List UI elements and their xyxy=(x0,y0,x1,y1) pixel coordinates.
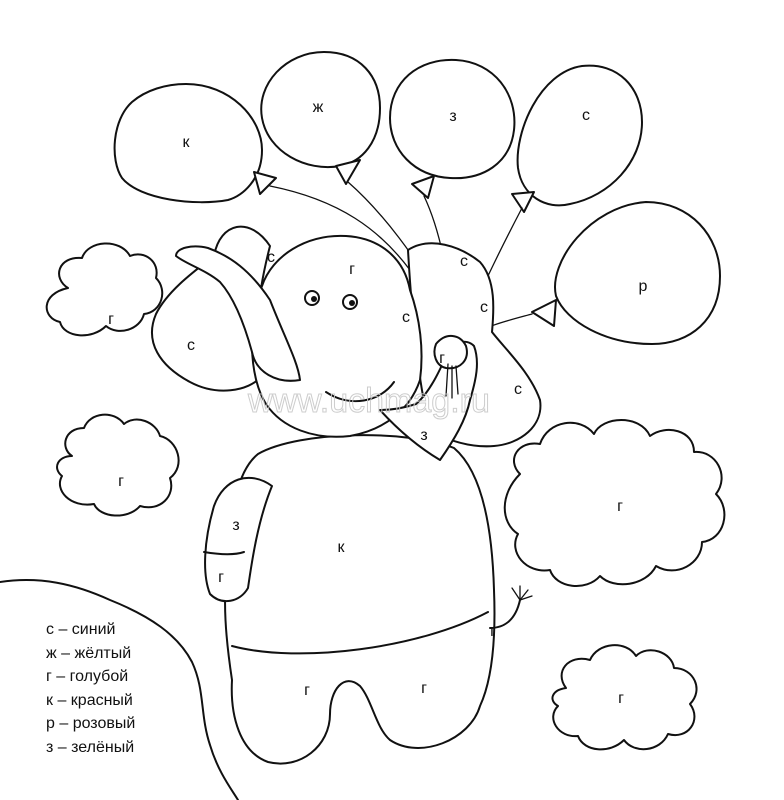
label-ear-right-top: с xyxy=(460,253,468,270)
label-arm-left-lower: г xyxy=(218,569,224,586)
elephant-arm-left xyxy=(204,476,273,603)
label-cloud-left-top: г xyxy=(108,311,114,328)
balloon-4 xyxy=(511,64,643,213)
legend-item: р – розовый xyxy=(46,715,136,732)
label-balloon-5: р xyxy=(639,278,648,295)
cloud-right-big xyxy=(503,419,726,588)
label-balloon-1: к xyxy=(183,134,191,151)
elephant-body xyxy=(224,434,496,765)
label-leg-right: г xyxy=(421,680,427,697)
label-leg-left: г xyxy=(304,682,310,699)
color-legend: с – синий ж – жёлтый г – голубой к – кра… xyxy=(46,618,135,759)
cloud-left-top xyxy=(45,242,164,337)
watermark: www.uchmag.ru xyxy=(247,382,490,420)
elephant-trunk-tip xyxy=(433,335,468,370)
elephant-head xyxy=(251,234,423,438)
label-body: к xyxy=(338,539,346,556)
balloon-5 xyxy=(531,201,721,345)
legend-item: к – красный xyxy=(46,691,133,709)
legend-item: ж – жёлтый xyxy=(46,644,132,662)
balloon-3 xyxy=(389,58,516,199)
label-arm-right: з xyxy=(420,427,427,444)
label-ear-left: с xyxy=(187,337,195,354)
label-cloud-left-mid: г xyxy=(118,473,124,490)
label-tail: г xyxy=(490,623,496,640)
balloon-1 xyxy=(113,83,277,204)
cloud-left-mid xyxy=(56,413,180,517)
label-trunk-tip: г xyxy=(439,350,445,367)
elephant-arm-right xyxy=(379,340,478,461)
label-balloon-4: с xyxy=(582,107,590,124)
label-cloud-right-small: г xyxy=(618,690,624,707)
balloon-2 xyxy=(260,51,381,185)
label-ear-right-low: с xyxy=(514,381,522,398)
label-arm-left: з xyxy=(232,517,239,534)
elephant-trunk xyxy=(175,245,301,382)
legend-item: г – голубой xyxy=(46,668,129,685)
label-balloon-2: ж xyxy=(313,99,324,116)
legend-item: с – синий xyxy=(46,621,116,638)
elephant-shorts-line xyxy=(231,611,489,655)
elephant-tail xyxy=(489,599,521,629)
elephant-mouth xyxy=(325,381,395,403)
label-ear-right-mid: с xyxy=(402,309,410,326)
label-cloud-right-big: г xyxy=(617,498,623,515)
label-balloon-3: з xyxy=(449,108,456,125)
label-head: г xyxy=(349,261,355,278)
wavy-ground-line xyxy=(0,579,239,800)
elephant xyxy=(151,225,542,765)
cloud-right-small xyxy=(551,644,698,751)
legend-item: з – зелёный xyxy=(46,738,135,756)
label-ear-right-small: с xyxy=(480,299,488,316)
label-ear-left-top: с xyxy=(267,249,275,266)
